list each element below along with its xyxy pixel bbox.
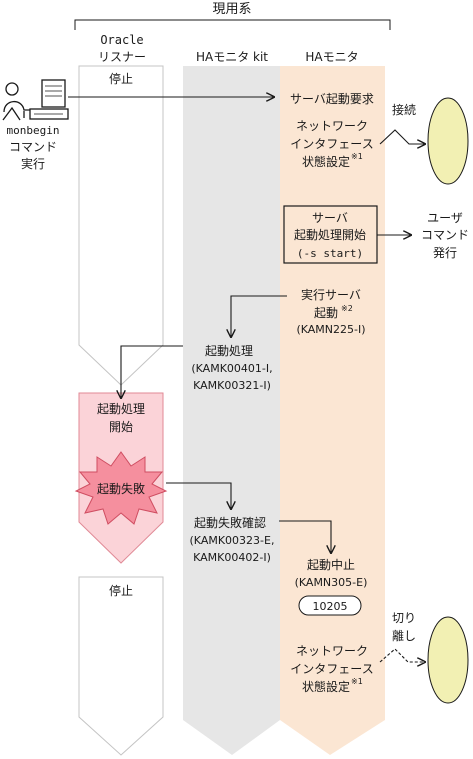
failure-label: 起動失敗 bbox=[97, 481, 145, 496]
listener-column-label: リスナー bbox=[98, 50, 146, 64]
failure-burst-icon bbox=[74, 451, 168, 525]
arrow-failure-to-kit bbox=[166, 482, 231, 509]
arrow-network-detach bbox=[379, 648, 425, 662]
abort-label-line1: 起動中止 bbox=[307, 557, 355, 572]
user-command-label-line2: コマンド bbox=[421, 228, 469, 242]
system-bracket bbox=[74, 19, 391, 30]
kit-fail-check-label-line2: (KAMK00323-E, bbox=[190, 534, 275, 547]
exec-server-label-line2: 起動 bbox=[314, 306, 338, 320]
kit-fail-check-label-line3: KAMK00402-I) bbox=[193, 551, 271, 564]
ha-monitor-column-label: HAモニタ bbox=[305, 50, 358, 64]
arrow-exec-server-to-kit bbox=[231, 295, 287, 337]
operator-computer-icon bbox=[2, 79, 69, 121]
command-label-line2: コマンド bbox=[9, 140, 57, 154]
listener-stopped-label-top: 停止 bbox=[109, 71, 133, 86]
user-command-label-line1: ユーザ bbox=[427, 211, 463, 225]
abort-label-line2: (KAMN305-E) bbox=[295, 576, 368, 589]
connect-label: 接続 bbox=[392, 102, 416, 117]
user-command-label-line3: 発行 bbox=[433, 246, 457, 260]
network-detached-ellipse bbox=[427, 616, 469, 704]
listener-lane-stopped-bottom bbox=[78, 576, 164, 756]
oracle-column-label: Oracle bbox=[100, 33, 143, 47]
return-code-value: 10205 bbox=[313, 600, 348, 613]
command-label-line3: 実行 bbox=[21, 156, 45, 171]
arrow-kit-to-listener bbox=[121, 345, 183, 398]
ha-kit-column-label: HAモニタ kit bbox=[196, 50, 268, 64]
server-start-box-line1: サーバ bbox=[312, 211, 348, 225]
kit-start-label-line3: KAMK00321-I) bbox=[193, 379, 271, 392]
server-start-box-line2: 起動処理開始 bbox=[294, 228, 366, 242]
arrow-kit-to-abort bbox=[279, 520, 331, 553]
network-status2-label-line3: 状態設定 bbox=[302, 679, 350, 694]
system-header: 現用系 Oracle リスナー HAモニタ kit HAモニタ bbox=[74, 2, 391, 64]
detach-label-line1: 切り bbox=[392, 611, 416, 625]
network-connected-ellipse bbox=[427, 97, 469, 185]
network-status-label-line2: インタフェース bbox=[290, 137, 373, 151]
network-status-label-line1: ネットワーク bbox=[296, 119, 368, 133]
ha-kit-lane bbox=[183, 66, 280, 755]
kit-start-label-line1: 起動処理 bbox=[205, 344, 253, 358]
listener-start-label-line1: 起動処理 bbox=[97, 402, 145, 416]
command-label-line1: monbegin bbox=[7, 124, 60, 137]
arrow-network-connect bbox=[379, 129, 425, 144]
detach-label-line2: 離し bbox=[392, 629, 416, 643]
server-start-request-label: サーバ起動要求 bbox=[290, 92, 374, 106]
listener-stopped-label-bottom: 停止 bbox=[109, 583, 133, 598]
server-start-box-line3: (-s start) bbox=[297, 247, 363, 260]
note-mark-3: ※1 bbox=[351, 677, 363, 686]
exec-server-label-line3: (KAMN225-I) bbox=[296, 323, 365, 336]
network-status2-label-line1: ネットワーク bbox=[296, 644, 368, 658]
network-status-label-line3: 状態設定 bbox=[302, 154, 350, 169]
note-mark-1: ※1 bbox=[351, 152, 363, 161]
listener-start-label-line2: 開始 bbox=[109, 420, 133, 434]
note-mark-2: ※2 bbox=[341, 304, 353, 313]
ha-monitor-lane bbox=[280, 66, 385, 755]
network-status2-label-line2: インタフェース bbox=[290, 662, 373, 676]
return-code-badge bbox=[298, 595, 362, 616]
exec-server-label-line1: 実行サーバ bbox=[301, 287, 361, 302]
listener-lane-stopped-top bbox=[78, 65, 164, 386]
system-label: 現用系 bbox=[212, 2, 251, 17]
kit-start-label-line2: (KAMK00401-I, bbox=[191, 362, 272, 375]
kit-fail-check-label-line1: 起動失敗確認 bbox=[194, 515, 266, 530]
